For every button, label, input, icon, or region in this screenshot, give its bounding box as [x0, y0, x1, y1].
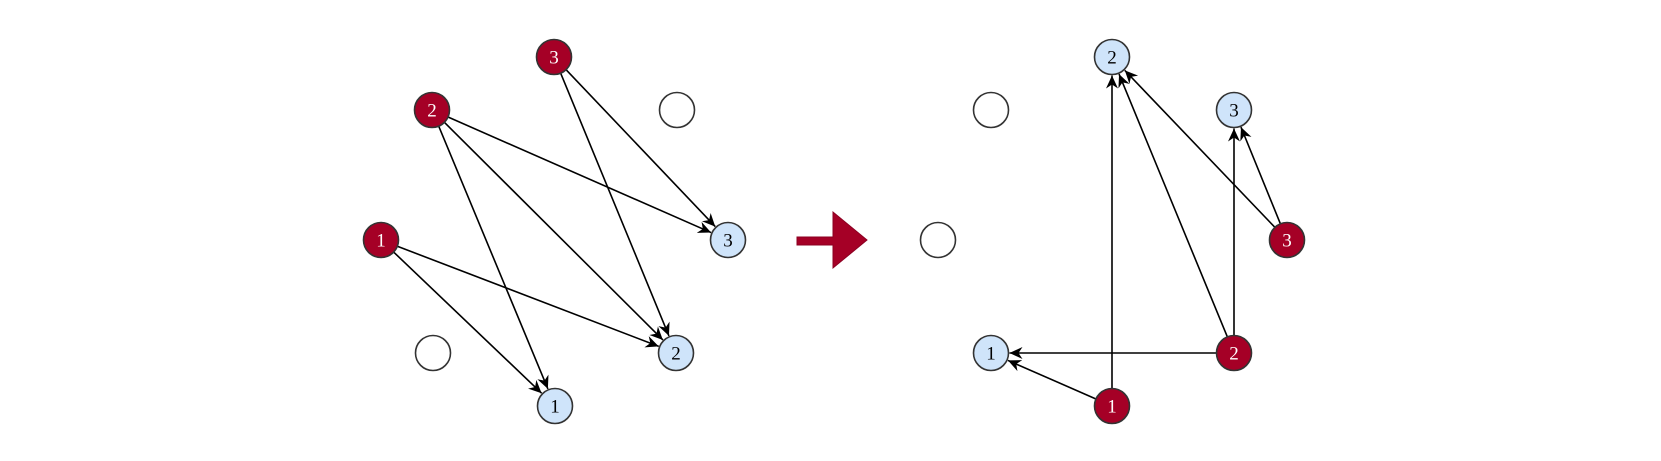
node-source-2-L-s2: 2 [413, 91, 451, 129]
node-circle [1268, 221, 1306, 259]
edge-L-s3-to-L-t2 [559, 72, 670, 337]
node-label: 2 [427, 101, 437, 122]
node-circle [413, 91, 451, 129]
node-target-3-R-t3: 3 [1215, 91, 1253, 129]
edge-R-s1-to-R-t1 [1007, 359, 1097, 400]
right-graph: 1 2 3 1 2 3 [919, 38, 1306, 425]
node-empty-L-e2 [414, 334, 452, 372]
node-source-2-R-s2: 2 [1215, 334, 1253, 372]
left-graph-nodes: 1 2 3 1 2 3 [362, 38, 747, 425]
node-label: 1 [986, 344, 996, 365]
node-label: 3 [549, 48, 559, 69]
node-source-3-L-s3: 3 [535, 38, 573, 76]
node-circle [1093, 38, 1131, 76]
right-block-arrow-icon [796, 210, 868, 270]
left-graph-edges [393, 69, 716, 394]
node-circle [657, 334, 695, 372]
node-source-3-R-s3: 3 [1268, 221, 1306, 259]
node-circle [658, 91, 696, 129]
node-circle [362, 221, 400, 259]
node-target-1-L-t1: 1 [536, 387, 574, 425]
edge-L-s2-to-L-t2 [443, 121, 664, 341]
edge-L-s2-to-L-t1 [437, 125, 549, 390]
node-label: 2 [671, 344, 681, 365]
edge-L-s1-to-L-t2 [397, 245, 660, 348]
node-circle [414, 334, 452, 372]
node-circle [535, 38, 573, 76]
edge-R-s3-to-R-t3 [1240, 126, 1282, 225]
right-graph-nodes: 1 2 3 1 2 3 [919, 38, 1306, 425]
node-empty-R-e2 [919, 221, 957, 259]
node-circle [919, 221, 957, 259]
node-target-1-R-t1: 1 [972, 334, 1010, 372]
edge-R-s3-to-R-t2 [1124, 69, 1276, 228]
edge-L-s1-to-L-t1 [393, 251, 543, 394]
edge-R-s2-to-R-t2 [1118, 73, 1229, 338]
node-empty-R-e1 [972, 91, 1010, 129]
edge-L-s3-to-L-t3 [565, 69, 716, 228]
node-source-1-R-s1: 1 [1093, 387, 1131, 425]
node-label: 2 [1107, 48, 1117, 69]
node-circle [972, 334, 1010, 372]
node-label: 1 [376, 231, 386, 252]
node-circle [709, 221, 747, 259]
node-target-2-L-t2: 2 [657, 334, 695, 372]
node-label: 2 [1229, 344, 1239, 365]
right-graph-edges [1007, 69, 1282, 400]
node-label: 1 [550, 397, 560, 418]
edge-L-s2-to-L-t3 [447, 116, 712, 234]
node-label: 3 [723, 231, 733, 252]
left-graph: 1 2 3 1 2 3 [362, 38, 747, 425]
node-target-3-L-t3: 3 [709, 221, 747, 259]
node-circle [972, 91, 1010, 129]
node-circle [1215, 334, 1253, 372]
node-circle [1215, 91, 1253, 129]
node-circle [536, 387, 574, 425]
node-target-2-R-t2: 2 [1093, 38, 1131, 76]
node-label: 1 [1107, 397, 1117, 418]
node-empty-L-e1 [658, 91, 696, 129]
node-source-1-L-s1: 1 [362, 221, 400, 259]
node-label: 3 [1229, 101, 1239, 122]
node-circle [1093, 387, 1131, 425]
node-label: 3 [1282, 231, 1292, 252]
